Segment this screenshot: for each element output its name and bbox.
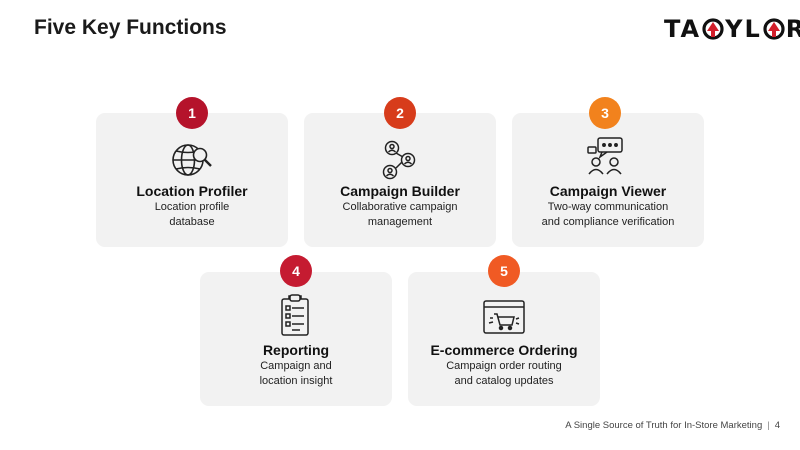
badge-4: 4 [280, 255, 312, 287]
chat-people-icon [587, 137, 623, 175]
card-desc-line: and compliance verification [541, 216, 675, 228]
globe-search-icon [172, 144, 212, 176]
logo-text-right: R [785, 15, 800, 43]
card-desc-line: management [367, 216, 433, 228]
card-desc-line: Collaborative campaign [342, 201, 458, 213]
card-title: Location Profiler [136, 183, 248, 199]
card-desc: Collaborative campaign management [304, 200, 496, 230]
footer-separator: | [767, 420, 770, 431]
collaboration-network-icon [382, 140, 416, 180]
logo-text-mid: YL [725, 15, 762, 43]
ecommerce-cart-icon [483, 300, 525, 334]
card-desc-line: Campaign and [260, 360, 332, 372]
card-desc: Campaign and location insight [200, 359, 392, 389]
card-desc-line: Two-way communication [547, 201, 669, 213]
logo-text-left: TA [664, 15, 702, 43]
badge-2: 2 [384, 97, 416, 129]
taylor-logo: TA YL R [664, 15, 800, 43]
card-title: Campaign Builder [340, 183, 460, 199]
page-number: 4 [774, 420, 780, 431]
card-title: Campaign Viewer [549, 183, 667, 199]
card-desc-line: Campaign order routing [446, 360, 562, 372]
card-ecommerce-ordering [408, 272, 600, 406]
badge-1: 1 [176, 97, 208, 129]
card-campaign-viewer [512, 113, 704, 247]
logo-arrow-o-icon [702, 18, 724, 40]
slide-title: Five Key Functions [34, 16, 227, 39]
footer: A Single Source of Truth for In-Store Ma… [565, 420, 780, 431]
card-desc: Location profile database [96, 200, 288, 230]
card-desc-line: location insight [259, 375, 333, 387]
card-desc-line: database [169, 216, 215, 228]
card-title: E-commerce Ordering [430, 342, 578, 358]
card-desc: Campaign order routing and catalog updat… [408, 359, 600, 389]
footer-text: A Single Source of Truth for In-Store Ma… [565, 420, 763, 431]
clipboard-checklist-icon [281, 294, 309, 336]
card-title: Reporting [262, 342, 330, 358]
badge-3: 3 [589, 97, 621, 129]
badge-5: 5 [488, 255, 520, 287]
card-desc: Two-way communication and compliance ver… [512, 200, 704, 230]
card-campaign-builder [304, 113, 496, 247]
card-location-profiler [96, 113, 288, 247]
card-desc-line: and catalog updates [454, 375, 554, 387]
card-desc-line: Location profile [154, 201, 230, 213]
logo-arrow-o-icon-2 [763, 18, 785, 40]
